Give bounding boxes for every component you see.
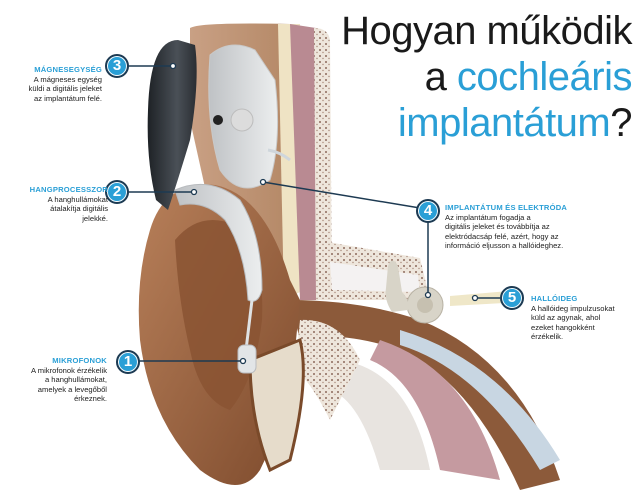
callout-badge-5: 5 [500,286,524,310]
title-line-3: implantátum? [397,101,633,145]
callout-heading: IMPLANTÁTUM ÉS ELEKTRÓDA [445,203,568,212]
callout-microphones: MIKROFONOK A mikrofonok érzékelik a hang… [0,356,107,404]
callout-badge-4: 4 [416,199,440,223]
callout-magnet: MÁGNESEGYSÉG A mágneses egység küldi a d… [0,65,102,103]
callout-implant-electrode: IMPLANTÁTUM ÉS ELEKTRÓDA Az implantátum … [445,203,615,251]
callout-heading: HANGPROCESSZOR [29,185,108,194]
title-line-1: Hogyan működik [341,9,632,53]
callout-badge-3: 3 [105,54,129,78]
callout-badge-2: 2 [105,180,129,204]
magnet-coil [147,40,197,210]
title-line-2: a cochleáris [424,55,633,99]
sound-processor [174,183,263,302]
microphone [237,344,257,374]
callout-heading: MÁGNESEGYSÉG [34,65,102,74]
callout-heading: MIKROFONOK [52,356,107,365]
callout-processor: HANGPROCESSZOR A hanghullámokat átalakít… [0,185,108,223]
callout-heading: HALLÓIDEG [531,294,578,303]
page-title: Hogyan működik a cochleáris implantátum? [341,8,632,146]
callout-badge-1: 1 [116,350,140,374]
callout-auditory-nerve: HALLÓIDEG A hallóideg impulzusokat küld … [531,294,641,342]
